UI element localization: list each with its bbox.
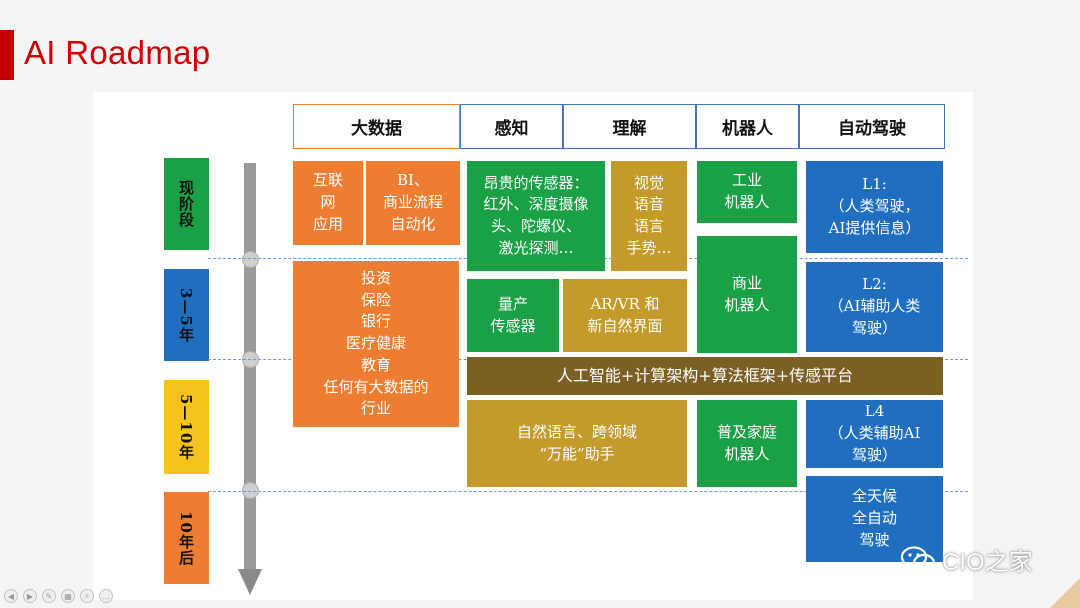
zoom-icon[interactable]: ⌕ bbox=[80, 589, 94, 603]
box-l1-driving: L1: （人类驾驶， AI提供信息） bbox=[806, 161, 943, 253]
timeline-arrow-icon bbox=[238, 569, 262, 595]
box-expensive-sensors: 昂贵的传感器： 红外、深度摄像 头、陀螺仪、 激光探测… bbox=[467, 161, 605, 271]
box-industrial-robot: 工业 机器人 bbox=[697, 161, 797, 223]
box-mass-sensors: 量产 传感器 bbox=[467, 279, 559, 352]
stage-5-10-years: 5—10年 bbox=[164, 380, 209, 474]
stage-3-5-years: 3—5年 bbox=[164, 269, 209, 361]
wechat-icon bbox=[900, 545, 936, 572]
slide-title: AI Roadmap bbox=[24, 34, 211, 71]
stage-divider bbox=[208, 491, 968, 492]
watermark: CIO之家 bbox=[900, 542, 1033, 577]
watermark-text: CIO之家 bbox=[942, 549, 1033, 576]
title-accent-bar bbox=[0, 30, 14, 80]
slideshow-toolbar: ◀ ▶ ✎ ▦ ⌕ … bbox=[4, 589, 113, 603]
next-slide-icon[interactable]: ▶ bbox=[23, 589, 37, 603]
more-options-icon[interactable]: … bbox=[99, 589, 113, 603]
box-universal-assistant: 自然语言、跨领域 “万能”助手 bbox=[467, 400, 687, 487]
timeline-marker bbox=[242, 482, 259, 499]
header-autonomous-driving: 自动驾驶 bbox=[799, 104, 945, 149]
box-l4-driving: L4 （人类辅助AI 驾驶） bbox=[806, 400, 943, 468]
header-big-data: 大数据 bbox=[293, 104, 460, 149]
header-robotics: 机器人 bbox=[696, 104, 799, 149]
box-home-robot: 普及家庭 机器人 bbox=[697, 400, 797, 487]
stage-current: 现阶段 bbox=[164, 158, 209, 250]
box-internet-apps: 互联 网 应用 bbox=[293, 161, 363, 245]
box-ai-platform: 人工智能+计算架构+算法框架+传感平台 bbox=[467, 357, 943, 395]
stage-10-years-later: 10年后 bbox=[164, 492, 209, 584]
box-industries: 投资 保险 银行 医疗健康 教育 任何有大数据的 行业 bbox=[293, 261, 459, 427]
pen-icon[interactable]: ✎ bbox=[42, 589, 56, 603]
header-understanding: 理解 bbox=[563, 104, 696, 149]
slides-grid-icon[interactable]: ▦ bbox=[61, 589, 75, 603]
box-bi-automation: BI、 商业流程 自动化 bbox=[366, 161, 460, 245]
box-l2-driving: L2: （AI辅助人类 驾驶） bbox=[806, 262, 943, 352]
box-commercial-robot: 商业 机器人 bbox=[697, 236, 797, 353]
previous-slide-icon[interactable]: ◀ bbox=[4, 589, 18, 603]
page-corner bbox=[1050, 578, 1080, 608]
box-arvr-interface: AR/VR 和 新自然界面 bbox=[563, 279, 687, 352]
box-vision-speech: 视觉 语音 语言 手势… bbox=[611, 161, 687, 271]
timeline-marker bbox=[242, 251, 259, 268]
header-perception: 感知 bbox=[460, 104, 563, 149]
timeline-axis bbox=[244, 163, 256, 573]
